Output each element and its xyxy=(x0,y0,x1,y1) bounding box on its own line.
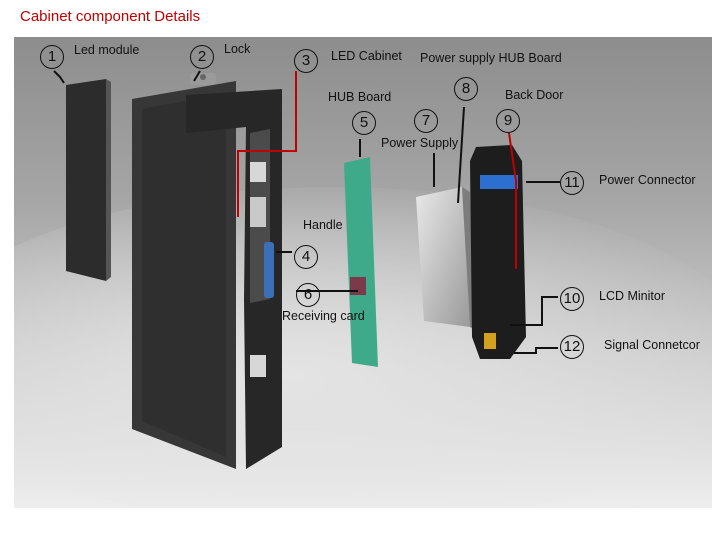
callout-number-9: 9 xyxy=(496,109,520,133)
power-connector-shape xyxy=(480,175,518,189)
callout-label-5: HUB Board xyxy=(328,90,392,104)
callout-label-3: LED Cabinet xyxy=(331,49,402,63)
leader-lcd-monitor xyxy=(510,296,558,326)
callout-label-4: Handle xyxy=(303,218,343,232)
callout-label-8: Power supply HUB Board xyxy=(420,51,562,65)
callout-label-9: Back Door xyxy=(505,88,564,102)
callout-number-6: 6 xyxy=(296,283,320,307)
leader-led-module xyxy=(53,70,65,84)
leader-lock xyxy=(193,70,201,82)
callout-number-12: 12 xyxy=(560,335,584,359)
callout-number-1: 1 xyxy=(40,45,64,69)
handle-shape xyxy=(264,242,274,298)
callout-number-7: 7 xyxy=(414,109,438,133)
callout-label-11: Power Connector xyxy=(599,173,696,187)
leader-back-door xyxy=(508,132,517,269)
diagram-illustration xyxy=(14,37,712,508)
callout-number-10: 10 xyxy=(560,287,584,311)
callout-label-7: Power Supply xyxy=(381,136,459,150)
callout-number-2: 2 xyxy=(190,45,214,69)
power-supply-shape xyxy=(416,187,470,327)
callout-label-1: Led module xyxy=(74,43,140,57)
signal-connector-shape xyxy=(484,333,496,349)
diagram-stage: 1 Led module 2 Lock 3 LED Cabinet 4 Hand… xyxy=(14,37,712,508)
callout-label-12: Signal Connetcor xyxy=(604,338,700,352)
back-door-shape xyxy=(470,145,526,359)
callout-number-11: 11 xyxy=(560,171,584,195)
leader-cabinet xyxy=(237,71,297,217)
callout-number-4: 4 xyxy=(294,245,318,269)
callout-number-5: 5 xyxy=(352,111,376,135)
callout-label-10: LCD Minitor xyxy=(599,289,665,303)
callout-label-2: Lock xyxy=(224,42,251,56)
hub-board-shape xyxy=(344,157,378,367)
leader-signal-connector xyxy=(514,347,558,354)
callout-label-6: Receiving card xyxy=(282,309,365,323)
leader-psu-hub xyxy=(457,106,465,204)
led-module-panel xyxy=(66,79,106,281)
page-title: Cabinet component Details xyxy=(20,8,201,25)
callout-number-8: 8 xyxy=(454,77,478,101)
callout-number-3: 3 xyxy=(294,49,318,73)
